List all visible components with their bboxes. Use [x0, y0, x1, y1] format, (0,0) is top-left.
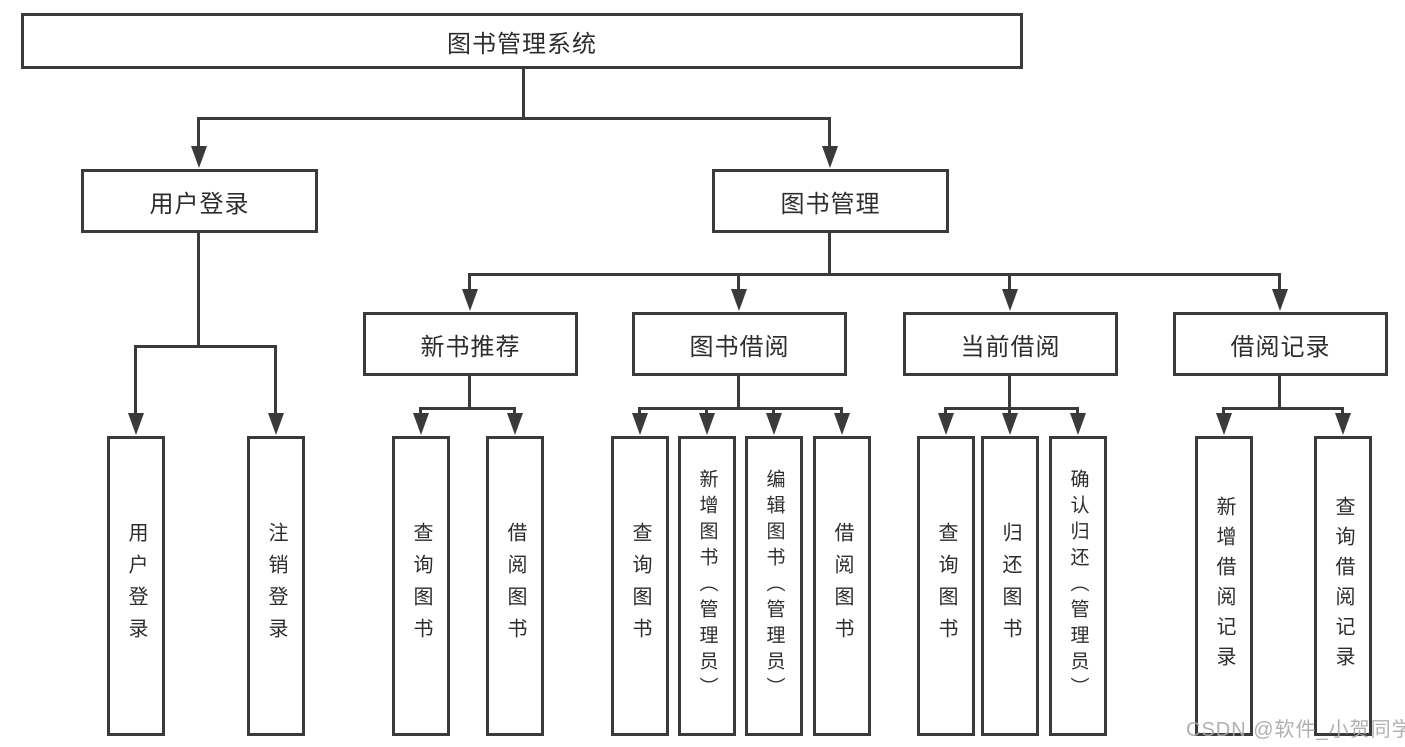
- leaf-logout: 注销登录: [247, 436, 305, 736]
- leaf-current-query-books-label: 查询图书: [935, 522, 957, 650]
- connector-to-current-borrowing: [1008, 273, 1011, 292]
- leaf-return-books: 归还图书: [981, 436, 1039, 736]
- connector-leaf: [1222, 407, 1225, 416]
- connector-leaf: [1341, 407, 1344, 416]
- node-book-management: 图书管理: [712, 169, 949, 233]
- connector-leaf: [944, 407, 947, 416]
- leaf-recommend-borrow-books: 借阅图书: [486, 436, 544, 736]
- arrowhead-down-icon: [699, 413, 715, 435]
- leaf-add-borrow-record-label: 新增借阅记录: [1213, 496, 1235, 676]
- arrowhead-down-icon: [191, 146, 207, 168]
- node-root-label: 图书管理系统: [447, 30, 597, 58]
- connector-leaf: [772, 407, 775, 416]
- leaf-confirm-return-admin-label: 确认归还（管理员）: [1067, 469, 1089, 703]
- leaf-current-query-books: 查询图书: [917, 436, 975, 736]
- arrowhead-down-icon: [822, 146, 838, 168]
- connector-borrowing-stem: [737, 376, 740, 410]
- leaf-borrowing-borrow-books: 借阅图书: [813, 436, 871, 736]
- connector-leaf: [705, 407, 708, 416]
- leaf-edit-books-admin-label: 编辑图书（管理员）: [763, 469, 785, 703]
- node-current-borrowing-label: 当前借阅: [960, 333, 1061, 361]
- connector-records-bar: [1222, 407, 1344, 410]
- leaf-logout-label: 注销登录: [265, 522, 287, 650]
- arrowhead-down-icon: [1002, 289, 1018, 311]
- connector-root-bar: [197, 117, 831, 120]
- connector-to-borrowing-records: [1278, 273, 1281, 292]
- arrowhead-down-icon: [834, 413, 850, 435]
- connector-leaf: [1008, 407, 1011, 416]
- node-borrowing-records-label: 借阅记录: [1230, 333, 1331, 361]
- node-borrowing-records: 借阅记录: [1173, 312, 1388, 376]
- connector-records-stem: [1278, 376, 1281, 410]
- leaf-borrowing-borrow-books-label: 借阅图书: [831, 522, 853, 650]
- leaf-borrowing-query-books-label: 查询图书: [629, 522, 651, 650]
- connector-user-login-bar: [134, 345, 277, 348]
- leaf-recommend-borrow-books-label: 借阅图书: [504, 522, 526, 650]
- leaf-query-borrow-record-label: 查询借阅记录: [1332, 496, 1354, 676]
- node-new-book-recommendation-label: 新书推荐: [420, 333, 521, 361]
- connector-borrowing-bar: [638, 407, 843, 410]
- leaf-return-books-label: 归还图书: [999, 522, 1021, 650]
- watermark: CSDN @软件_小贺同学: [1186, 719, 1405, 741]
- arrowhead-down-icon: [938, 413, 954, 435]
- arrowhead-down-icon: [632, 413, 648, 435]
- connector-current-bar: [944, 407, 1079, 410]
- arrowhead-down-icon: [128, 413, 144, 435]
- leaf-user-login-label: 用户登录: [125, 522, 147, 650]
- connector-to-new-book-recommendation: [468, 273, 471, 292]
- connector-to-book-borrowing: [737, 273, 740, 292]
- node-new-book-recommendation: 新书推荐: [363, 312, 578, 376]
- connector-to-user-login: [197, 117, 200, 149]
- arrowhead-down-icon: [1272, 289, 1288, 311]
- arrowhead-down-icon: [413, 413, 429, 435]
- arrowhead-down-icon: [766, 413, 782, 435]
- leaf-confirm-return-admin: 确认归还（管理员）: [1049, 436, 1107, 736]
- connector-recommendation-stem: [468, 376, 471, 410]
- node-user-login: 用户登录: [81, 169, 318, 233]
- arrowhead-down-icon: [462, 289, 478, 311]
- connector-root-stem: [522, 69, 525, 119]
- connector-user-login-stem: [197, 233, 200, 347]
- node-current-borrowing: 当前借阅: [903, 312, 1118, 376]
- node-book-borrowing-label: 图书借阅: [689, 333, 790, 361]
- connector-book-management-stem: [828, 233, 831, 275]
- leaf-query-borrow-record: 查询借阅记录: [1314, 436, 1372, 736]
- arrowhead-down-icon: [1070, 413, 1086, 435]
- leaf-edit-books-admin: 编辑图书（管理员）: [745, 436, 803, 736]
- arrowhead-down-icon: [1002, 413, 1018, 435]
- connector-to-leaf-logout: [274, 345, 277, 415]
- connector-leaf: [419, 407, 422, 416]
- connector-current-stem: [1008, 376, 1011, 410]
- arrowhead-down-icon: [507, 413, 523, 435]
- connector-book-management-bar: [468, 273, 1281, 276]
- connector-leaf: [840, 407, 843, 416]
- leaf-add-books-admin-label: 新增图书（管理员）: [696, 469, 718, 703]
- node-book-borrowing: 图书借阅: [632, 312, 847, 376]
- leaf-recommend-query-books: 查询图书: [392, 436, 450, 736]
- leaf-recommend-query-books-label: 查询图书: [410, 522, 432, 650]
- arrowhead-down-icon: [731, 289, 747, 311]
- leaf-user-login: 用户登录: [107, 436, 165, 736]
- connector-leaf: [513, 407, 516, 416]
- connector-recommendation-bar: [419, 407, 516, 410]
- connector-to-leaf-user-login: [134, 345, 137, 415]
- node-user-login-label: 用户登录: [149, 190, 250, 218]
- node-root: 图书管理系统: [21, 13, 1023, 69]
- arrowhead-down-icon: [268, 413, 284, 435]
- connector-leaf: [638, 407, 641, 416]
- leaf-add-books-admin: 新增图书（管理员）: [678, 436, 736, 736]
- node-book-management-label: 图书管理: [780, 190, 881, 218]
- leaf-borrowing-query-books: 查询图书: [611, 436, 669, 736]
- connector-to-book-management: [828, 117, 831, 149]
- connector-leaf: [1076, 407, 1079, 416]
- arrowhead-down-icon: [1335, 413, 1351, 435]
- arrowhead-down-icon: [1216, 413, 1232, 435]
- leaf-add-borrow-record: 新增借阅记录: [1195, 436, 1253, 736]
